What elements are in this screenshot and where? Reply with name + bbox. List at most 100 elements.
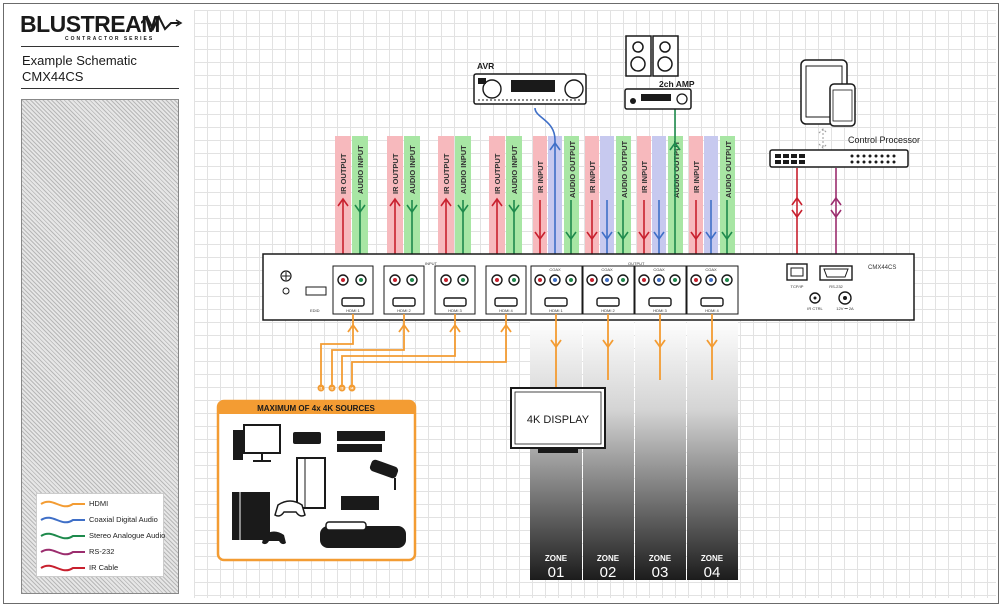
ir-ctrl-label: IR CTRL xyxy=(807,306,823,311)
input-module-1: HDMI 1 xyxy=(332,265,374,315)
rs232-label: RS-232 xyxy=(829,284,843,289)
zone-number: 04 xyxy=(704,564,721,581)
zone-number: 02 xyxy=(600,564,617,581)
audio-output-label: AUDIO OUTPUT xyxy=(568,141,577,199)
brand-tagline: CONTRACTOR SERIES xyxy=(65,36,155,42)
divider xyxy=(21,46,179,47)
rs232-cable xyxy=(830,168,842,264)
tcpip-label: TCP/IP xyxy=(791,284,804,289)
legend-label: HDMI xyxy=(89,499,109,508)
control-processor-label: Control Processor xyxy=(848,135,920,145)
source-port-label: I2 xyxy=(331,387,334,391)
ps4-console-icon xyxy=(232,492,270,540)
game-controller-icon xyxy=(262,500,306,545)
input-signal-arrows xyxy=(337,197,520,260)
input-header: INPUT xyxy=(425,261,438,266)
coax-label: COAX xyxy=(601,267,613,272)
zone-number: 03 xyxy=(652,564,669,581)
coax-label: COAX xyxy=(549,267,561,272)
legend-label: Stereo Analogue Audio xyxy=(89,531,166,540)
ir-output-label: IR OUTPUT xyxy=(493,153,502,194)
zone-label: ZONE xyxy=(597,554,620,563)
cable-legend: HDMI Coaxial Digital Audio Stereo Analog… xyxy=(36,493,166,577)
input-hdmi-label: HDMI 1 xyxy=(346,308,360,313)
input-hdmi-label: HDMI 4 xyxy=(499,308,513,313)
zone-label: ZONE xyxy=(545,554,568,563)
schematic-title: Example Schematic CMX44CS xyxy=(22,53,137,85)
ir-input-label: IR INPUT xyxy=(640,160,649,193)
edid-label: EDID xyxy=(310,308,320,313)
legend-label: Coaxial Digital Audio xyxy=(89,515,158,524)
source-port-label: I4 xyxy=(351,387,354,391)
wireless-link xyxy=(818,128,828,149)
source-port-markers xyxy=(317,384,356,392)
cable-swatch-icon xyxy=(40,564,85,572)
audio-input-label: AUDIO INPUT xyxy=(356,145,365,194)
output-hdmi-label: HDMI 2 xyxy=(601,308,615,313)
input-bands xyxy=(335,136,522,261)
audio-output-label: AUDIO OUTPUT xyxy=(724,141,733,199)
audio-output-label: AUDIO OUTPUT xyxy=(620,141,629,199)
apple-tv-icon xyxy=(293,432,321,444)
ir-input-label: IR INPUT xyxy=(692,160,701,193)
ir-output-label: IR OUTPUT xyxy=(391,153,400,194)
legend-item-rs232: RS-232 xyxy=(37,546,163,558)
set-top-box-icon xyxy=(341,496,379,510)
ir-input-label: IR INPUT xyxy=(536,160,545,193)
output-module-2: COAX HDMI 2 xyxy=(582,265,635,315)
output-module-1: COAX HDMI 1 xyxy=(530,265,583,315)
cctv-camera-icon xyxy=(369,459,399,490)
power-port: 12V ⎓ 2A xyxy=(836,291,854,311)
coax-label: COAX xyxy=(705,267,717,272)
legend-item-coax: Coaxial Digital Audio xyxy=(37,514,163,526)
brand-wave-icon xyxy=(141,15,183,31)
speaker-icon xyxy=(625,35,679,77)
legend-item-ir: IR Cable xyxy=(37,562,163,574)
audio-input-label: AUDIO INPUT xyxy=(408,145,417,194)
output-bands xyxy=(533,136,735,261)
cable-swatch-icon xyxy=(40,516,85,524)
amp-device xyxy=(624,88,692,110)
legend-label: RS-232 xyxy=(89,547,115,556)
coax-label: COAX xyxy=(653,267,665,272)
ir-output-label: IR OUTPUT xyxy=(442,153,451,194)
output-hdmi-label: HDMI 3 xyxy=(653,308,667,313)
cable-swatch-icon xyxy=(40,500,85,508)
audio-input-label: AUDIO INPUT xyxy=(510,145,519,194)
amp-label: 2ch AMP xyxy=(659,79,695,89)
legend-item-hdmi: HDMI xyxy=(37,498,163,510)
input-module-4: HDMI 4 xyxy=(485,265,527,315)
output-module-4: COAX HDMI 4 xyxy=(686,265,739,315)
output-header: OUTPUT xyxy=(628,261,645,266)
cable-swatch-icon xyxy=(40,532,85,540)
ir-cable xyxy=(791,168,803,262)
satellite-receiver-icon xyxy=(320,521,406,548)
input-module-3: HDMI 3 xyxy=(434,265,476,315)
power-label: 12V ⎓ 2A xyxy=(836,306,854,311)
output-hdmi-label: HDMI 1 xyxy=(549,308,563,313)
rs232-port: RS-232 xyxy=(819,265,853,289)
source-port-label: I3 xyxy=(341,387,344,391)
hdmi-output-cables xyxy=(550,314,718,388)
ir-input-label: IR INPUT xyxy=(588,160,597,193)
zone-label: ZONE xyxy=(701,554,724,563)
zone-number: 01 xyxy=(548,564,565,581)
input-hdmi-label: HDMI 3 xyxy=(448,308,462,313)
tcpip-port: TCP/IP xyxy=(786,263,808,289)
input-module-2: HDMI 2 xyxy=(383,265,425,315)
divider xyxy=(21,88,179,89)
pc-monitor-icon xyxy=(233,424,281,462)
control-processor-device xyxy=(769,149,909,168)
schematic-title-line1: Example Schematic xyxy=(22,53,137,68)
legend-label: IR Cable xyxy=(89,563,119,572)
sidebar: BLUSTREAM CONTRACTOR SERIES Example Sche… xyxy=(3,3,183,604)
sources-title: MAXIMUM OF 4x 4K SOURCES xyxy=(257,404,375,413)
source-port-label: I1 xyxy=(320,387,323,391)
model-label: CMX44CS xyxy=(868,265,896,271)
zone-label: ZONE xyxy=(649,554,672,563)
legend-item-analogue: Stereo Analogue Audio xyxy=(37,530,166,542)
ir-ctrl-port: IR CTRL xyxy=(807,292,824,311)
ir-output-label: IR OUTPUT xyxy=(339,153,348,194)
display-label: 4K DISPLAY xyxy=(527,414,590,426)
